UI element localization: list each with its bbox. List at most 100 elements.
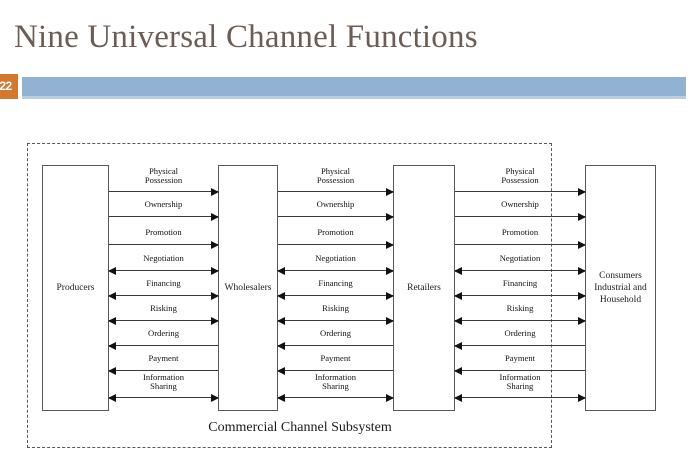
arrow-head-left-icon [108,292,116,301]
arrow-head-left-icon [277,292,285,301]
arrow-head-right-icon [578,292,586,301]
arrow-head-left-icon [277,317,285,326]
flow-label: Financing [502,278,538,289]
flow-line [109,295,218,296]
flow-line [109,244,218,245]
flow-row-producers-wholesalers-ordering: Ordering [108,320,218,351]
arrow-head-left-icon [108,367,116,376]
flow-label: Ownership [144,199,183,210]
flow-line [278,320,393,321]
flow-label: Promotion [501,227,539,238]
flow-row-wholesalers-retailers-risking: Risking [277,295,394,326]
flow-label: Financing [146,278,181,289]
flow-label: Payment [320,353,351,364]
flow-label: Ordering [504,328,536,339]
arrow-head-left-icon [108,317,116,326]
header-accent-bar [22,77,686,96]
arrow-head-left-icon [454,267,462,276]
arrow-head-left-icon [277,342,285,351]
flow-label: Ordering [319,328,352,339]
flow-line [278,191,393,192]
flow-row-retailers-consumers-physical-possession: Physical Possession [455,165,586,197]
arrow-head-right-icon [386,213,394,222]
flow-line [455,216,585,217]
actor-box-producers: Producers [42,165,109,411]
flow-label: Negotiation [143,253,184,264]
flow-label: Risking [150,303,177,314]
flow-label: Information Sharing [499,371,541,392]
actor-box-wholesalers: Wholesalers [218,165,278,411]
flow-label: Risking [506,303,534,314]
flow-line [109,191,218,192]
flow-row-wholesalers-retailers-physical-possession: Physical Possession [278,165,394,197]
flow-row-producers-wholesalers-ownership: Ownership [109,191,219,222]
arrow-head-right-icon [578,241,586,250]
slide-number-badge: 22 [0,74,18,99]
flow-row-producers-wholesalers-promotion: Promotion [109,219,219,250]
arrow-head-right-icon [211,292,219,301]
arrow-head-right-icon [386,394,394,403]
flow-line [455,370,585,371]
page-title: Nine Universal Channel Functions [14,19,478,55]
arrow-head-left-icon [454,292,462,301]
flow-row-producers-wholesalers-physical-possession: Physical Possession [109,166,219,197]
actor-box-retailers: Retailers [393,165,455,411]
flow-line [109,345,218,346]
flow-line [455,397,585,398]
flow-label: Ownership [501,199,539,210]
arrow-head-right-icon [578,188,586,197]
flow-line [278,295,393,296]
arrow-head-right-icon [211,267,219,276]
flow-line [278,397,393,398]
flow-row-wholesalers-retailers-negotiation: Negotiation [277,245,394,276]
flow-row-producers-wholesalers-payment: Payment [108,345,218,376]
arrow-head-left-icon [108,394,116,403]
flow-line [109,320,218,321]
flow-label: Physical Possession [501,165,539,186]
flow-row-retailers-consumers-payment: Payment [454,345,585,376]
flow-row-wholesalers-retailers-ownership: Ownership [278,191,394,222]
flow-line [278,244,393,245]
flow-row-producers-wholesalers-risking: Risking [108,295,219,326]
arrow-head-right-icon [211,188,219,197]
flow-row-retailers-consumers-risking: Risking [454,295,586,326]
flow-row-producers-wholesalers-financing: Financing [108,270,219,301]
flow-row-retailers-consumers-negotiation: Negotiation [454,245,586,276]
flow-line [109,216,218,217]
flow-row-wholesalers-retailers-information-sharing: Information Sharing [277,372,394,403]
flow-row-wholesalers-retailers-promotion: Promotion [278,219,394,250]
arrow-head-right-icon [211,317,219,326]
arrow-head-right-icon [578,213,586,222]
flow-row-wholesalers-retailers-ordering: Ordering [277,320,393,351]
arrow-head-left-icon [277,394,285,403]
flow-row-retailers-consumers-promotion: Promotion [455,219,586,250]
subsystem-caption: Commercial Channel Subsystem [208,420,392,435]
arrow-head-right-icon [386,241,394,250]
arrow-head-left-icon [108,342,116,351]
arrow-head-right-icon [211,241,219,250]
flow-row-retailers-consumers-financing: Financing [454,270,586,301]
flow-line [278,270,393,271]
flow-row-producers-wholesalers-negotiation: Negotiation [108,245,219,276]
flow-row-retailers-consumers-ownership: Ownership [455,191,586,222]
arrow-head-left-icon [454,342,462,351]
flow-label: Payment [148,353,179,364]
flow-label: Physical Possession [316,165,355,186]
arrow-head-left-icon [454,394,462,403]
flow-line [278,216,393,217]
flow-row-producers-wholesalers-information-sharing: Information Sharing [108,371,219,403]
arrow-head-right-icon [578,317,586,326]
flow-label: Financing [318,278,353,289]
flow-label: Information Sharing [142,371,185,392]
arrow-head-right-icon [386,292,394,301]
actor-box-consumers: Consumers Industrial and Household [585,165,656,411]
arrow-head-right-icon [211,394,219,403]
flow-line [109,270,218,271]
flow-label: Ordering [147,328,180,339]
flow-label: Promotion [145,227,182,238]
flow-label: Promotion [317,227,354,238]
flow-label: Payment [504,353,536,364]
flow-line [109,370,218,371]
arrow-head-left-icon [454,367,462,376]
